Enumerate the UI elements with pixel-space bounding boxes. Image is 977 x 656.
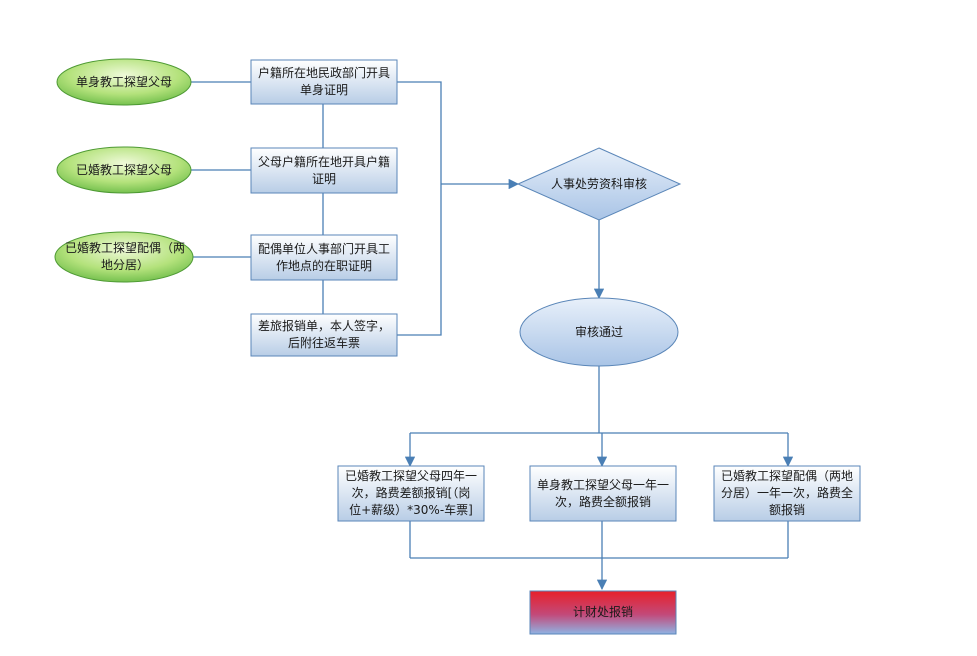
finance-box [529,590,677,635]
outcome3-box [713,465,861,522]
outcome2-label: 单身教工探望父母一年一 次，路费全额报销 [536,477,669,509]
approved-label: 审核通过 [574,324,623,339]
finance-label: 计财处报销 [572,605,633,619]
doc3-label: 配偶单位人事部门开具工 作地点的在职证明 [257,241,390,273]
applicant-single-parents-oval [56,58,192,106]
doc4-box [250,313,398,357]
connector-lines [190,81,794,591]
doc3-box [250,234,398,281]
hr-review-diamond [516,147,682,221]
hr-review-label: 人事处劳资科审核 [550,176,647,191]
doc1-box [250,59,398,105]
applicant-single-parents-label: 单身教工探望父母 [75,74,172,89]
doc2-label: 父母户籍所在地开具户籍 证明 [257,154,390,186]
outcome1-label: 已婚教工探望父母四年一 次，路费差额报销[（岗 位+薪级）*30%-车票] [344,469,477,517]
doc1-label: 户籍所在地民政部门开具 单身证明 [257,66,390,97]
outcome1-box [337,465,485,522]
applicant-married-spouse-label: 已婚教工探望配偶（两 地分居） [64,241,185,272]
doc2-box [250,147,398,194]
approved-oval [519,297,679,367]
applicant-married-parents-oval [56,146,192,194]
outcome2-box [529,465,677,522]
applicant-married-parents-label: 已婚教工探望父母 [75,162,172,177]
applicant-married-spouse-oval [54,231,194,283]
outcome3-label: 已婚教工探望配偶（两地 分居）一年一次，路费全 额报销 [720,469,853,517]
connector-docs-bracket [397,81,442,336]
doc4-label: 差旅报销单，本人签字， 后附往返车票 [257,319,390,350]
